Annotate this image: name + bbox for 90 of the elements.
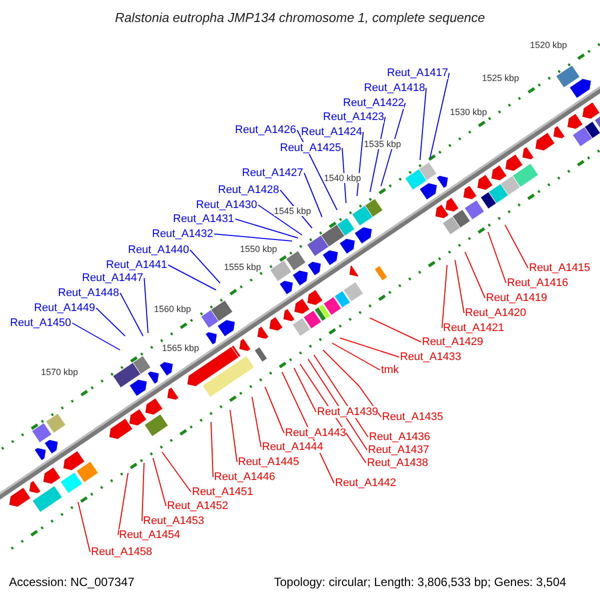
scale-label: 1550 kbp xyxy=(240,244,278,254)
leader-line xyxy=(72,322,120,350)
leader-line xyxy=(294,368,316,412)
leader-line xyxy=(258,204,302,236)
scale-label: 1570 kbp xyxy=(41,367,78,377)
scale-label: 1565 kbp xyxy=(162,343,200,353)
gene-label: Reut_A1429 xyxy=(422,336,484,348)
leader-line xyxy=(168,264,216,290)
leader-line xyxy=(420,88,427,160)
gene-label: Reut_A1441 xyxy=(106,259,168,271)
gene-label: Reut_A1424 xyxy=(301,126,362,138)
footer-text: Accession: NC_007347 xyxy=(9,575,134,589)
gene-label: Reut_A1423 xyxy=(323,111,384,123)
gene-label: Reut_A1442 xyxy=(335,477,396,489)
leader-line xyxy=(340,338,400,358)
leader-line xyxy=(442,264,448,328)
gene-label: Reut_A1445 xyxy=(238,456,300,468)
gene-label: Reut_A1444 xyxy=(262,441,324,453)
gene-label: Reut_A1458 xyxy=(91,546,152,558)
gene-label: Reut_A1430 xyxy=(196,199,258,211)
leader-line xyxy=(322,350,382,418)
gene-label: Reut_A1426 xyxy=(235,124,296,136)
scale-label: 1560 kbp xyxy=(154,304,192,314)
leader-line xyxy=(230,410,238,462)
leader-line xyxy=(264,386,284,434)
leader-line xyxy=(144,278,148,334)
leader-line xyxy=(210,422,214,478)
gene-label: Reut_A1436 xyxy=(369,431,430,443)
gene-label: Reut_A1425 xyxy=(280,142,342,154)
gene-label: Reut_A1446 xyxy=(214,471,276,483)
gene-label: Reut_A1432 xyxy=(152,228,214,240)
gene-label: Reut_A1418 xyxy=(364,82,426,94)
leader-line xyxy=(430,72,450,158)
gene-label: Reut_A1435 xyxy=(382,411,444,423)
gene-label: Reut_A1449 xyxy=(34,302,96,314)
gene-label: Reut_A1437 xyxy=(368,444,430,456)
gene-label: Reut_A1447 xyxy=(82,272,144,284)
gene-label: Reut_A1454 xyxy=(119,529,180,541)
leader-line xyxy=(252,396,262,448)
gene-label: Reut_A1416 xyxy=(507,277,568,289)
gene-label: Reut_A1422 xyxy=(343,97,404,109)
gene-label: Reut_A1428 xyxy=(218,184,280,196)
leader-line xyxy=(142,462,144,522)
leader-line xyxy=(464,252,486,298)
leader-line xyxy=(234,218,298,238)
gene-label: Reut_A1420 xyxy=(465,307,526,319)
gene-label: Reut_A1431 xyxy=(173,213,234,225)
leader-line xyxy=(332,342,380,370)
gene-label: Reut_A1417 xyxy=(387,67,448,79)
scale-label: 1545 kbp xyxy=(274,206,312,216)
leader-line xyxy=(504,224,528,268)
leader-line xyxy=(454,260,464,314)
gene-label: Reut_A1452 xyxy=(167,500,228,512)
scale-label: 1540 kbp xyxy=(324,173,362,183)
leader-line xyxy=(314,354,368,438)
leader-line xyxy=(380,102,406,186)
leader-line xyxy=(118,472,128,536)
gene-label: Reut_A1438 xyxy=(367,457,428,469)
leader-line xyxy=(162,452,192,492)
gene-label: Reut_A1448 xyxy=(58,287,120,299)
leader-line xyxy=(96,308,126,336)
gene-label: Reut_A1433 xyxy=(400,351,462,363)
leader-line xyxy=(78,502,90,552)
scale-label: 1530 kbp xyxy=(450,107,488,117)
leader-line xyxy=(120,292,144,336)
scale-label: 1535 kbp xyxy=(364,139,402,149)
gene-label: Reut_A1415 xyxy=(529,262,590,274)
scale-label: 1525 kbp xyxy=(482,73,520,83)
gene-label: Reut_A1450 xyxy=(10,317,72,329)
leader-line xyxy=(370,318,422,342)
leader-line xyxy=(296,130,338,210)
gene-label: Reut_A1427 xyxy=(242,167,304,179)
map-title: Ralstonia eutropha JMP134 chromosome 1, complete sequence xyxy=(114,10,486,25)
gene-label: Reut_A1443 xyxy=(285,427,346,439)
leader-line xyxy=(214,234,292,242)
leader-line xyxy=(190,250,220,284)
gene-label: Reut_A1451 xyxy=(192,486,254,498)
gene-label: Reut_A1439 xyxy=(317,406,378,418)
footer-text: Topology: circular; Length: 3,806,533 bp; Genes: 3,504 xyxy=(274,575,566,589)
gene-label: Reut_A1440 xyxy=(128,244,190,256)
gene-label: Reut_A1419 xyxy=(486,292,548,304)
leader-line xyxy=(488,232,506,284)
leader-line xyxy=(370,116,386,192)
gene-label: tmk xyxy=(381,364,399,376)
leader-line xyxy=(304,172,322,218)
gene-label: Reut_A1421 xyxy=(443,322,504,334)
scale-label: 1520 kbp xyxy=(530,40,568,50)
scale-label: 1555 kbp xyxy=(224,262,262,272)
leader-line xyxy=(152,458,166,506)
gene-label: Reut_A1453 xyxy=(143,515,204,527)
